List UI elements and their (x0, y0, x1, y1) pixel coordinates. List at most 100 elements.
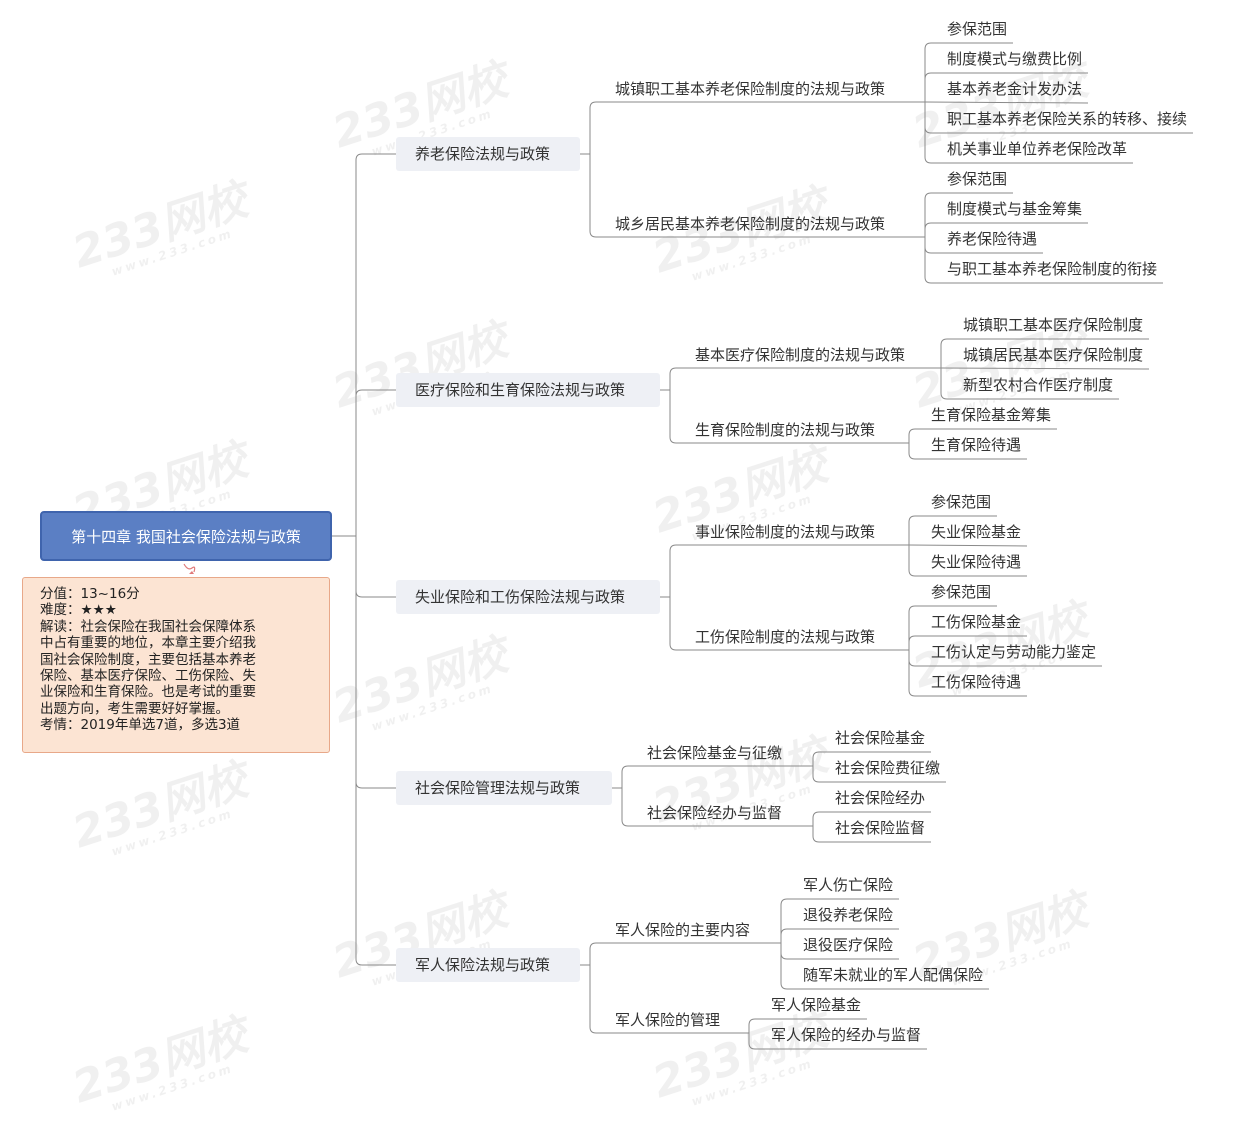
leaf-topic[interactable]: 随军未就业的军人配偶保险 (803, 966, 984, 984)
leaf-topic[interactable]: 制度模式与基金筹集 (947, 200, 1083, 218)
leaf-connector (924, 222, 1088, 237)
leaf-topic[interactable]: 失业保险基金 (931, 523, 1022, 541)
leaf-connector (908, 545, 1027, 577)
leaf-topic[interactable]: 职工基本养老保险关系的转移、接续 (947, 110, 1188, 128)
subtopic[interactable]: 社会保险经办与监督 (647, 804, 783, 822)
leaf-connector (940, 338, 1149, 368)
leaf-topic[interactable]: 城镇职工基本医疗保险制度 (963, 316, 1144, 334)
subtopic-connector (621, 765, 786, 788)
leaf-topic[interactable]: 机关事业单位养老保险改革 (947, 140, 1128, 158)
leaf-topic[interactable]: 养老保险待遇 (947, 230, 1038, 248)
leaf-connector (908, 443, 1027, 460)
note-line: 难度：★★★ (40, 602, 117, 619)
connector-lines (332, 42, 1193, 1050)
leaf-topic[interactable]: 工伤保险基金 (931, 613, 1022, 631)
leaf-topic[interactable]: 生育保险待遇 (931, 436, 1022, 454)
leaf-connector (748, 1033, 927, 1050)
subtopic[interactable]: 军人保险的主要内容 (615, 921, 751, 939)
leaf-topic[interactable]: 军人保险基金 (771, 996, 862, 1014)
branch-topic[interactable]: 社会保险管理法规与政策 (396, 771, 612, 805)
branch-connector (355, 389, 396, 536)
leaf-topic[interactable]: 工伤保险待遇 (931, 673, 1022, 691)
leaf-topic[interactable]: 社会保险监督 (835, 819, 926, 837)
subtopic-connector (669, 597, 879, 651)
leaf-topic[interactable]: 参保范围 (931, 493, 992, 511)
branch-connector (355, 536, 396, 598)
leaf-topic[interactable]: 军人保险的经办与监督 (771, 1026, 922, 1044)
leaf-topic[interactable]: 社会保险费征缴 (835, 759, 941, 777)
note-line: 分值：13~16分 (40, 586, 140, 602)
leaf-topic[interactable]: 与职工基本养老保险制度的衔接 (947, 260, 1158, 278)
note-line: 出题方向，考生需要好好掌握。 (40, 700, 229, 717)
leaf-topic[interactable]: 新型农村合作医疗制度 (963, 376, 1114, 394)
leaf-topic[interactable]: 退役医疗保险 (803, 936, 894, 954)
branch-connector (355, 153, 396, 536)
note-line: 中占有重要的地位，本章主要介绍我 (40, 635, 256, 652)
subtopic[interactable]: 生育保险制度的法规与政策 (695, 421, 876, 439)
leaf-connector (908, 544, 1028, 547)
subtopic-connector (669, 367, 909, 390)
leaf-connector (924, 42, 1013, 102)
subtopic[interactable]: 基本医疗保险制度的法规与政策 (695, 346, 906, 364)
leaf-topic[interactable]: 参保范围 (947, 20, 1008, 38)
subtopic[interactable]: 军人保险的管理 (615, 1011, 721, 1029)
branch-topic[interactable]: 养老保险法规与政策 (396, 137, 580, 171)
subtopic-connector (589, 154, 889, 238)
leaf-topic[interactable]: 工伤认定与劳动能力鉴定 (931, 643, 1097, 661)
leaf-topic[interactable]: 生育保险基金筹集 (931, 406, 1052, 424)
leaf-connector (908, 605, 997, 650)
leaf-connector (924, 237, 1163, 284)
branch-topic[interactable]: 失业保险和工伤保险法规与政策 (396, 580, 660, 614)
root-topic[interactable]: 第十四章 我国社会保险法规与政策 (40, 511, 332, 561)
leaf-connector (940, 368, 1119, 400)
leaf-connector (940, 367, 1150, 370)
note-line: 业保险和生育保险。也是考试的重要 (40, 684, 256, 701)
branch-topic[interactable]: 军人保险法规与政策 (396, 948, 580, 982)
subtopic-connector (669, 544, 879, 597)
leaf-topic[interactable]: 制度模式与缴费比例 (947, 50, 1083, 68)
leaf-connector (924, 102, 1133, 164)
branch-topic[interactable]: 医疗保险和生育保险法规与政策 (396, 373, 660, 407)
leaf-connector (780, 943, 989, 990)
subtopic-connector (589, 965, 724, 1034)
note-line: 保险、基本医疗保险、工伤保险、失 (40, 668, 256, 685)
leaf-connector (812, 826, 931, 843)
subtopic[interactable]: 工伤保险制度的法规与政策 (695, 628, 876, 646)
root-topic-label: 第十四章 我国社会保险法规与政策 (71, 527, 301, 546)
subtopic-connector (589, 942, 754, 965)
subtopic[interactable]: 城乡居民基本养老保险制度的法规与政策 (615, 215, 886, 233)
leaf-connector (780, 928, 899, 943)
leaf-topic[interactable]: 失业保险待遇 (931, 553, 1022, 571)
leaf-topic[interactable]: 城镇居民基本医疗保险制度 (963, 346, 1144, 364)
leaf-connector (908, 635, 1027, 650)
branch-connector (355, 536, 396, 966)
leaf-connector (812, 766, 946, 783)
leaf-connector (924, 72, 1088, 102)
leaf-connector (748, 1018, 867, 1033)
subtopic[interactable]: 社会保险基金与征缴 (647, 744, 783, 762)
subtopic[interactable]: 事业保险制度的法规与政策 (695, 523, 876, 541)
note-line: 解读：社会保险在我国社会保障体系 (40, 618, 256, 635)
leaf-topic[interactable]: 基本养老金计发办法 (947, 80, 1083, 98)
leaf-connector (908, 515, 997, 545)
leaf-connector (812, 751, 931, 766)
leaf-connector (812, 811, 931, 826)
leaf-connector (908, 428, 1057, 443)
leaf-topic[interactable]: 军人伤亡保险 (803, 876, 894, 894)
leaf-connector (924, 101, 1089, 104)
leaf-connector (780, 898, 899, 943)
leaf-topic[interactable]: 社会保险经办 (835, 789, 926, 807)
note-line: 考情：2019年单选7道，多选3道 (40, 717, 241, 734)
subtopic[interactable]: 城镇职工基本养老保险制度的法规与政策 (615, 80, 886, 98)
leaf-connector (908, 650, 1027, 697)
leaf-topic[interactable]: 社会保险基金 (835, 729, 926, 747)
note-marker-icon (183, 563, 196, 574)
leaf-topic[interactable]: 参保范围 (947, 170, 1008, 188)
leaf-connector (924, 192, 1013, 237)
subtopic-connector (589, 101, 889, 154)
leaf-topic[interactable]: 参保范围 (931, 583, 992, 601)
branch-connector (355, 536, 396, 789)
chapter-note: 分值：13~16分 难度：★★★ 解读：社会保险在我国社会保障体系 中占有重要的… (22, 577, 330, 753)
note-line: 国社会保险制度，主要包括基本养老 (40, 651, 256, 668)
leaf-topic[interactable]: 退役养老保险 (803, 906, 894, 924)
